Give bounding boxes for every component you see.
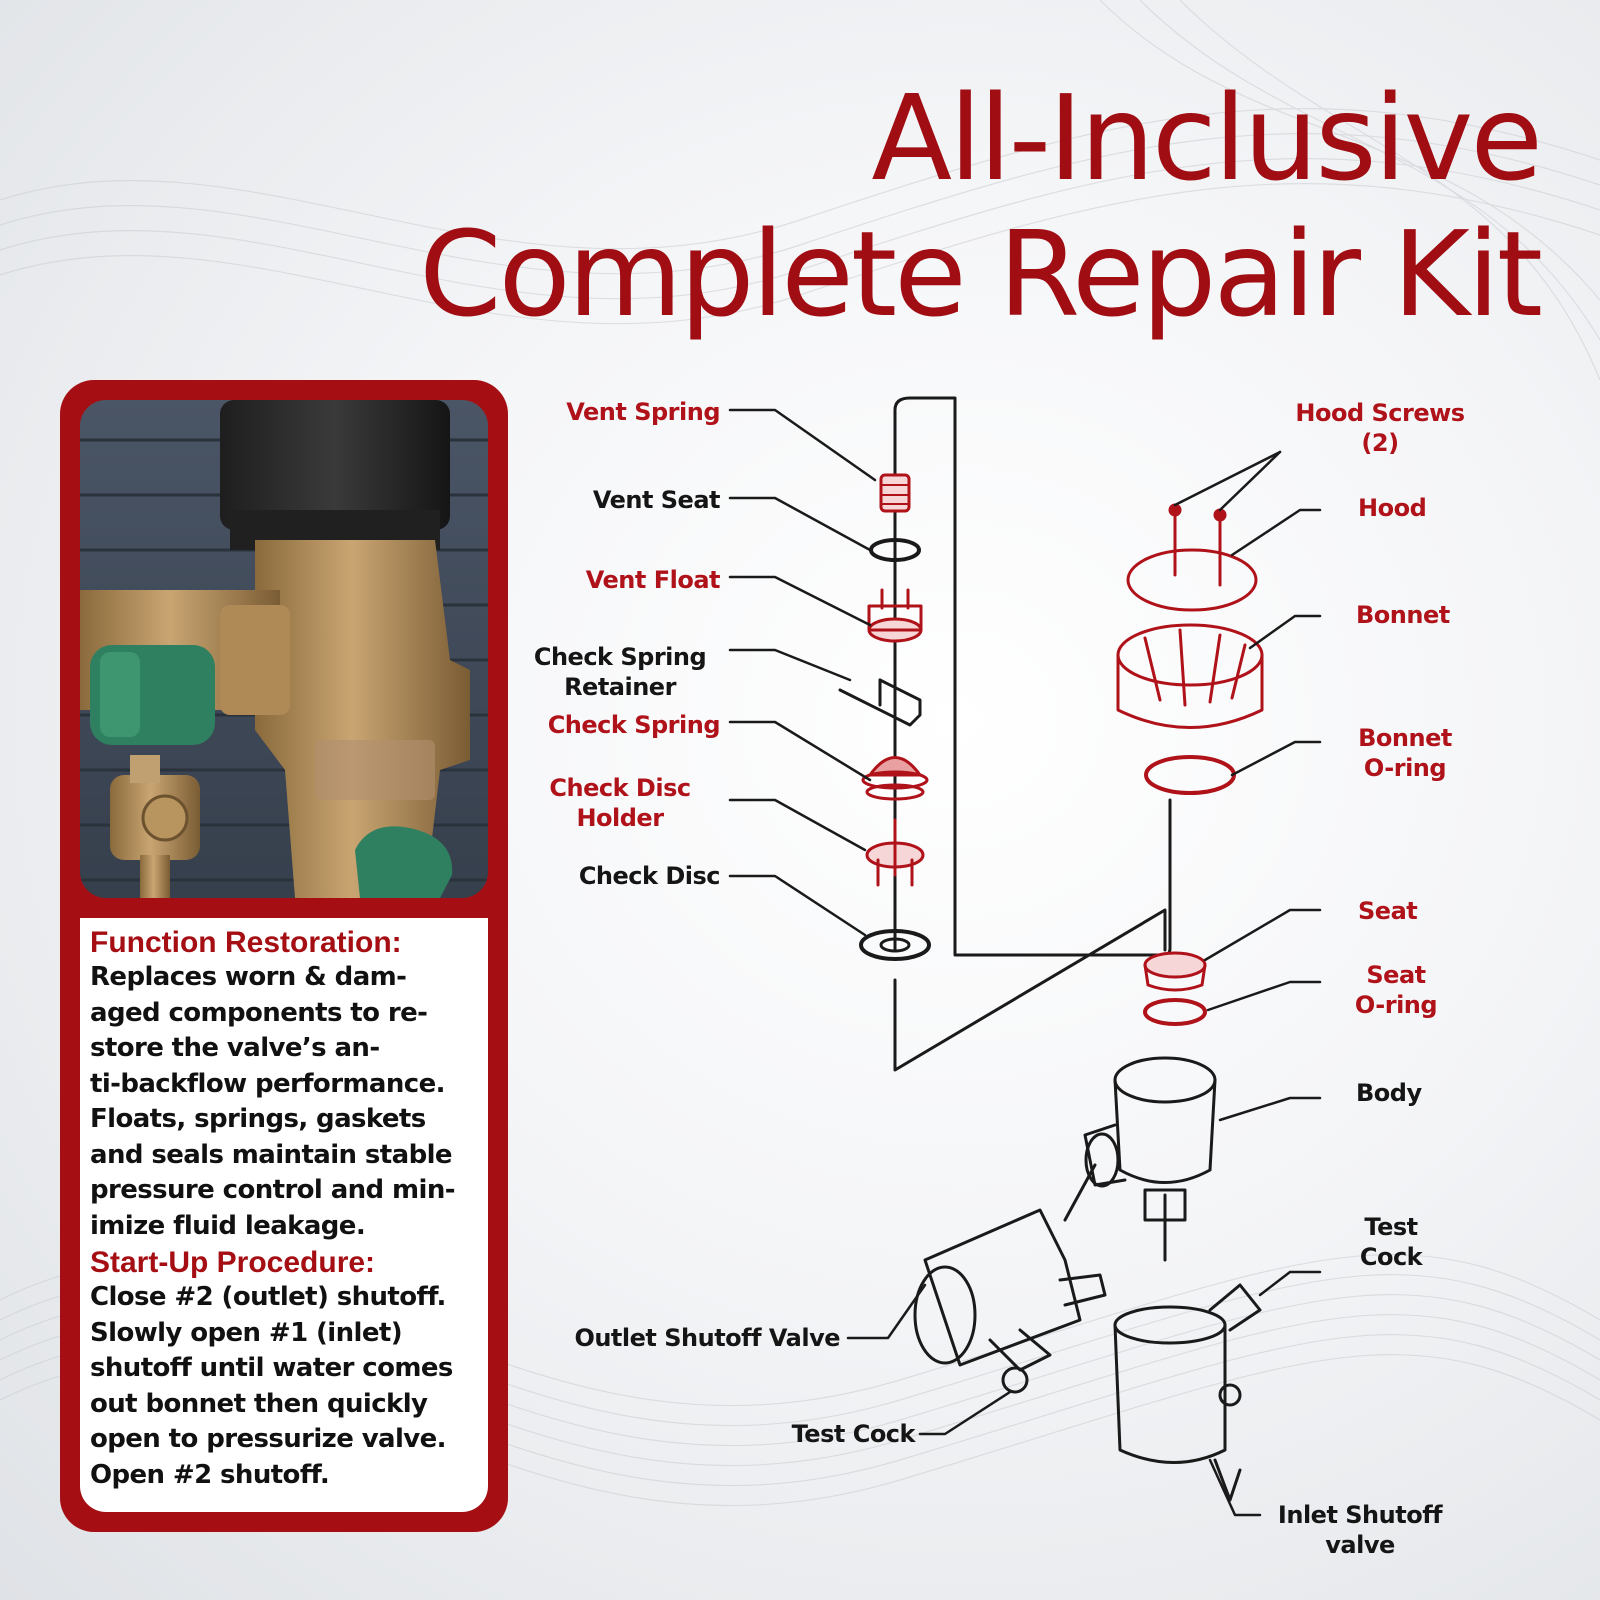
label-seat: Seat [1358, 897, 1418, 925]
check-disc-holder-part [865, 818, 925, 887]
bonnet-oring-part [1144, 755, 1236, 795]
function-heading: Function Restoration: [90, 926, 402, 959]
label-test-cock-left: Test Cock [791, 1420, 916, 1448]
label-hood: Hood [1358, 494, 1427, 522]
label-check-spring-retainer: Check Spring Retainer [533, 643, 707, 701]
inlet-shutoff-valve-part [1113, 1283, 1262, 1502]
label-vent-seat: Vent Seat [592, 486, 721, 514]
valve-photo [80, 400, 488, 898]
vent-spring-part [879, 473, 911, 513]
body-part [1083, 1056, 1217, 1222]
title-line-1: All-Inclusive [871, 69, 1543, 207]
info-panel: Function Restoration: Replaces worn & da… [60, 380, 508, 1532]
label-hood-screws: Hood Screws (2) [1295, 399, 1465, 457]
title-line-2: Complete Repair Kit [419, 205, 1543, 343]
seat-part [1143, 951, 1207, 992]
label-inlet-shutoff-valve: Inlet Shutoff valve [1277, 1501, 1443, 1559]
page-title: All-Inclusive Complete Repair Kit [419, 69, 1543, 343]
label-seat-oring: Seat O-ring [1354, 961, 1438, 1019]
vent-float-part [867, 588, 923, 643]
check-spring-retainer-part [838, 678, 922, 727]
label-check-spring: Check Spring [547, 711, 721, 739]
seat-oring-part [1143, 998, 1207, 1026]
label-vent-spring: Vent Spring [566, 398, 720, 426]
label-check-disc-holder: Check Disc Holder [549, 774, 691, 832]
bonnet-part [1116, 623, 1264, 729]
hood-screws-part [1168, 503, 1227, 587]
label-vent-float: Vent Float [585, 566, 721, 594]
startup-text: Close #2 (outlet) shutoff. Slowly open #… [90, 1282, 453, 1490]
label-body: Body [1356, 1079, 1422, 1107]
startup-heading: Start-Up Procedure: [90, 1246, 376, 1279]
label-bonnet-oring: Bonnet O-ring [1358, 724, 1452, 782]
info-text-box: Function Restoration: Replaces worn & da… [80, 918, 488, 1512]
diagram-graphic [728, 396, 1322, 1517]
label-outlet-shutoff-valve: Outlet Shutoff Valve [574, 1324, 840, 1352]
outlet-shutoff-valve-part [913, 1163, 1107, 1394]
function-text: Replaces worn & dam- aged components to … [90, 962, 456, 1241]
label-bonnet: Bonnet [1356, 601, 1450, 629]
check-disc-part [859, 929, 931, 961]
hood-part [1126, 548, 1258, 612]
label-test-cock-right: Test Cock [1359, 1213, 1423, 1271]
label-check-disc: Check Disc [578, 862, 721, 890]
check-spring-part [861, 756, 929, 801]
exploded-diagram: Vent Spring Vent Seat Vent Float Check S… [520, 380, 1600, 1580]
